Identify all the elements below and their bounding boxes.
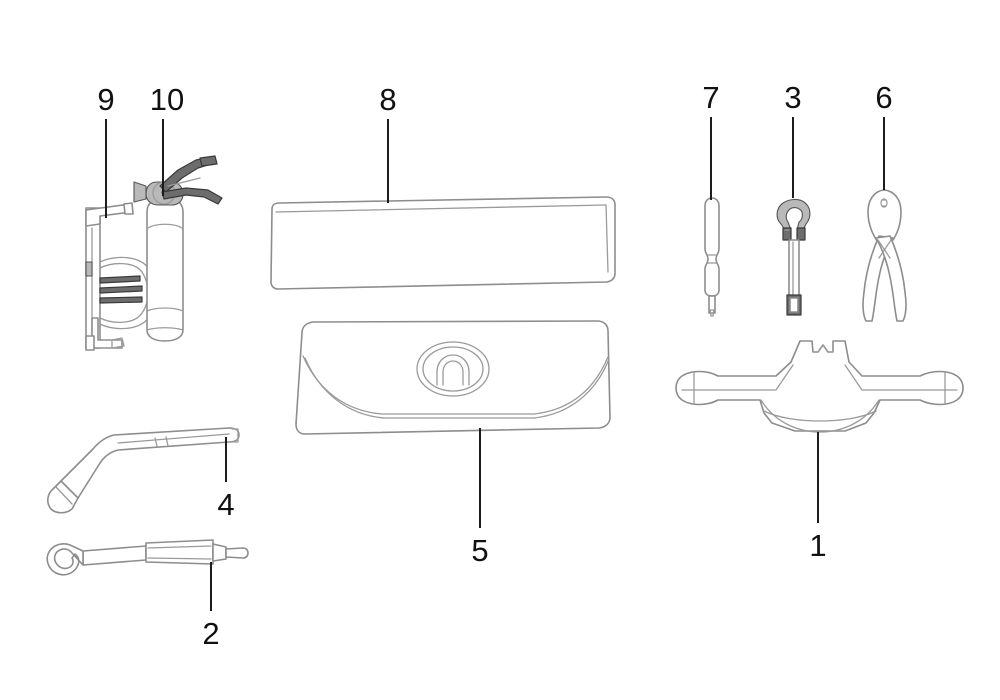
part-pliers[interactable] [862,189,907,322]
callout-label-2[interactable]: 2 [202,616,220,651]
part-fire-extinguisher-bracket[interactable] [85,202,157,351]
callout-label-7[interactable]: 7 [702,80,720,115]
part-warning-triangle-panel[interactable] [270,196,616,290]
part-spark-plug-socket-wrench[interactable] [776,198,811,316]
callout-label-1[interactable]: 1 [809,528,827,563]
callout-label-4[interactable]: 4 [217,487,235,522]
callout-label-10[interactable]: 10 [149,82,185,117]
part-scissor-jack[interactable] [675,340,964,433]
part-tool-bag-pouch[interactable] [295,320,611,435]
callout-label-3[interactable]: 3 [784,80,802,115]
callout-label-8[interactable]: 8 [379,82,397,117]
callout-label-9[interactable]: 9 [97,82,115,117]
callout-label-6[interactable]: 6 [875,80,893,115]
part-lug-wheel-wrench[interactable] [47,427,240,514]
part-tow-hook-eye-bolt[interactable] [46,539,249,576]
leader-lines-group [105,117,885,611]
callout-label-5[interactable]: 5 [471,533,489,568]
part-screwdriver[interactable] [704,197,720,317]
part-fire-extinguisher[interactable] [133,155,223,342]
